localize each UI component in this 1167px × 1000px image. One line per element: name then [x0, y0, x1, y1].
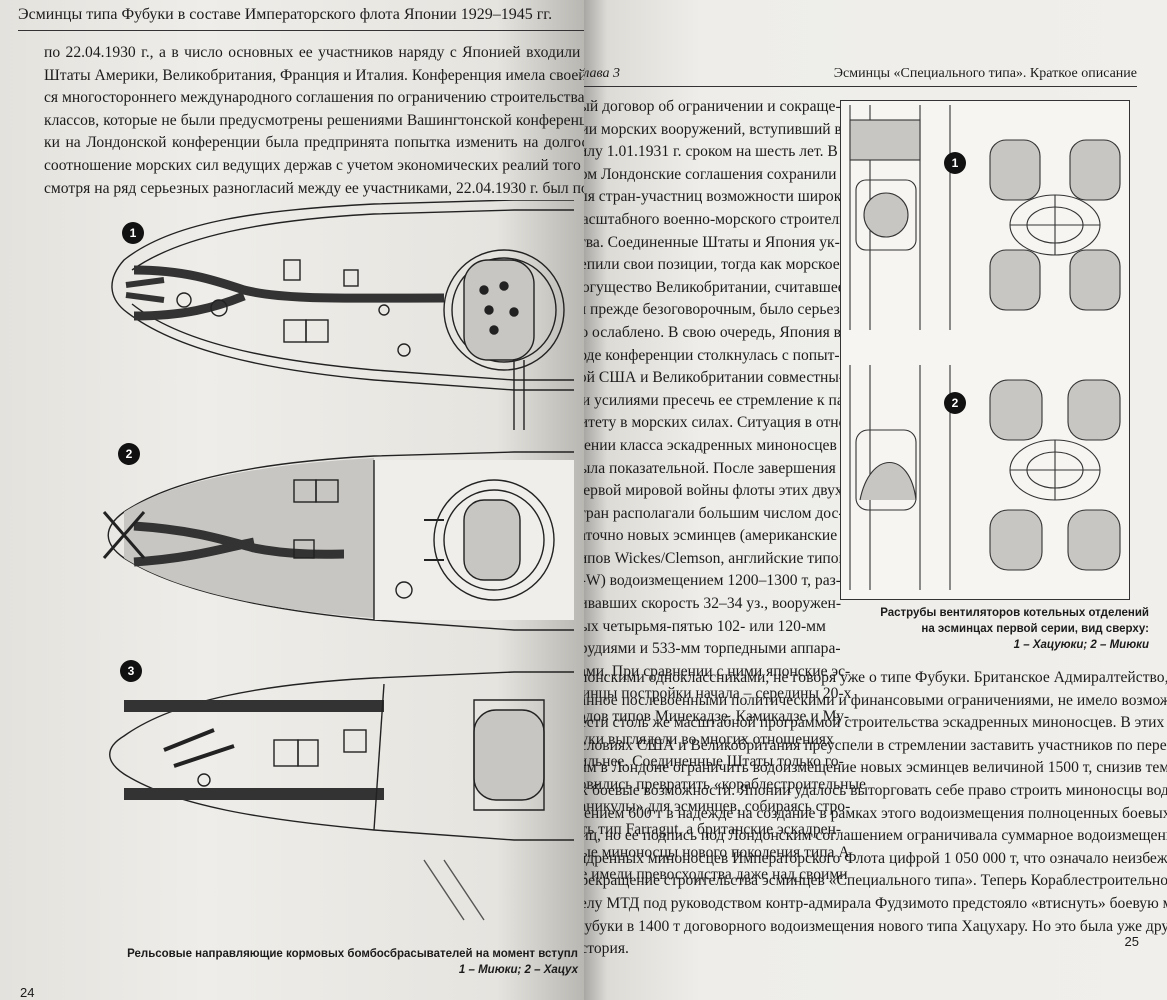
left-text-line: ся многостороннего международного соглаш…: [44, 89, 584, 107]
right-column-line: цуки выглядели во многих отношениях: [584, 730, 834, 748]
right-column-line: репили свои позиции, тогда как морское: [584, 256, 840, 274]
right-text-line: ниц, но ее подпись под Лондонским соглаш…: [584, 827, 1167, 845]
right-column-line: ритету в морских силах. Ситуация в отно-: [584, 414, 852, 432]
right-column-line: могущество Великобритании, считавшее-: [584, 278, 850, 296]
right-column-line: ства. Соединенные Штаты и Япония ук-: [584, 233, 840, 251]
right-text-line: история.: [584, 940, 629, 958]
right-column-line: была показательной. После завершения: [584, 459, 836, 477]
figure-badge-2: 2: [118, 443, 140, 465]
right-text-line: кадренных миноносцев Императорского Флот…: [584, 849, 1167, 867]
left-caption-line: Рельсовые направляющие кормовых бомбосбр…: [127, 948, 578, 960]
right-column-line: кой США и Великобритании совместны-: [584, 369, 845, 387]
right-column-line: таточно новых эсминцев (американские: [584, 527, 838, 545]
right-column-line: стран располагали большим числом дос-: [584, 504, 844, 522]
right-text-line: Фубуки в 1400 т договорного водоизмещени…: [584, 917, 1167, 935]
right-column-line: но ослаблено. В свою очередь, Япония в: [584, 323, 842, 341]
right-column-line: товились превратить «кораблестроительные: [584, 775, 866, 793]
right-text-line: японскими одноклассниками, не говоря уже…: [584, 669, 1167, 686]
right-column-line: ить тип Farragut, а британские эскадрен-: [584, 821, 842, 838]
right-column-line: ми усилиями пресечь ее стремление к па-: [584, 391, 849, 409]
right-text-line: их боевые возможности. Японии удалось вы…: [584, 781, 1167, 799]
right-text-line: ванное послевоенными политическими и фин…: [584, 691, 1167, 709]
left-text-line: Штаты Америки, Великобритания, Франция и…: [44, 66, 584, 84]
right-column-line: Первой мировой войны флоты этих двух: [584, 482, 843, 500]
right-column-line: S-W) водоизмещением 1200–1300 т, раз-: [584, 572, 841, 590]
right-column-line: орудиями и 533-мм торпедными аппара-: [584, 640, 841, 658]
right-column-line: ходе конференции столкнулась с попыт-: [584, 346, 840, 364]
right-head-rule: [584, 86, 1137, 87]
left-figure-caption: Рельсовые направляющие кормовых бомбосбр…: [118, 946, 578, 978]
right-text-line: вести столь же масштабной программой стр…: [584, 714, 1165, 732]
figure-badge-3: 3: [120, 660, 142, 682]
right-column-line: ся прежде безоговорочным, было серьез-: [584, 301, 845, 319]
right-column-line: шении класса эскадренных миноносцев: [584, 436, 837, 454]
right-running-head-chapter: Глава 3: [584, 66, 620, 81]
right-column-line: вый договор об ограничении и сокраще-: [584, 98, 841, 115]
right-column-text: вый договор об ограничении и сокраще-нии…: [584, 96, 866, 887]
right-column-line: нии морских вооружений, вступивший в: [584, 120, 842, 138]
left-caption-line: 1 – Миюки; 2 – Хацух: [458, 964, 578, 976]
right-column-line: силу 1.01.1931 г. сроком на шесть лет. В…: [584, 143, 863, 161]
left-text-line: классов, которые не были предусмотрены р…: [44, 111, 584, 129]
right-column-line: лом Лондонские соглашения сохранили: [584, 165, 837, 183]
right-column-line: вивавших скорость 32–34 уз., вооружен-: [584, 595, 842, 613]
right-column-line: каникулы» для эсминцев, собираясь стро-: [584, 798, 851, 816]
right-text-line: рам в Лондоне ограничить водоизмещение н…: [584, 759, 1167, 777]
right-column-line: ные миноносцы нового поколения типа A: [584, 843, 850, 861]
right-full-width-text: японскими одноклассниками, не говоря уже…: [584, 667, 1167, 961]
right-text-line: прекращение строительства эсминцев «Спец…: [584, 872, 1167, 890]
left-text-line: смотря на ряд серьезных разногласий межд…: [44, 179, 584, 197]
right-figure-caption: Раструбы вентиляторов котельных отделени…: [844, 605, 1149, 653]
right-caption-line: на эсминцах первой серии, вид сверху:: [921, 623, 1149, 635]
left-head-rule: [18, 30, 584, 31]
right-running-head-title: Эсминцы «Специального типа». Краткое опи…: [833, 66, 1137, 81]
right-column-line: годов типов Минекадзе, Камикадзе и Му-: [584, 708, 850, 726]
right-column-line: сильнее. Соединенные Штаты только го-: [584, 753, 844, 771]
stern-rail-drawings: [102, 200, 574, 921]
ventilator-drawing-1: [849, 105, 1121, 330]
left-page: Эсминцы типа Фубуки в составе Императорс…: [0, 0, 584, 1000]
right-text-line: условиях США и Великобритания преуспели …: [584, 736, 1167, 754]
right-text-line: делу МТД под руководством контр-адмирала…: [584, 894, 1167, 912]
right-page-number: 25: [1124, 934, 1139, 949]
right-column-line: масштабного военно-морского строитель-: [584, 210, 852, 228]
ventilator-drawings: [840, 100, 1130, 600]
stern-drawing-2: [102, 451, 574, 631]
right-caption-line: Раструбы вентиляторов котельных отделени…: [880, 607, 1149, 619]
left-text-line: по 22.04.1930 г., а в число основных ее …: [44, 44, 584, 61]
left-text-line: соотношение морских сил ведущих держав с…: [44, 156, 584, 174]
left-text-block: по 22.04.1930 г., а в число основных ее …: [44, 42, 584, 200]
right-page: Глава 3 Эсминцы «Специального типа». Кра…: [584, 0, 1167, 1000]
left-running-head: Эсминцы типа Фубуки в составе Императорс…: [18, 6, 553, 23]
right-column-line: не имели превосходства даже над своими: [584, 866, 848, 884]
left-text-line: ки на Лондонской конференции была предпр…: [44, 134, 584, 152]
figure-badge-1: 1: [122, 222, 144, 244]
right-column-line: ных четырьмя-пятью 102- или 120-мм: [584, 617, 826, 635]
right-text-line: щением 600 т в надежде на создание в рам…: [584, 804, 1167, 822]
right-column-line: типов Wickes/Clemson, английские типов: [584, 549, 846, 567]
right-caption-line: 1 – Хацуюки; 2 – Миюки: [1013, 639, 1149, 651]
ventilator-drawing-2: [849, 365, 1121, 590]
left-page-number: 24: [20, 985, 35, 1000]
right-column-line: тами. При сравнении с ними японские эс-: [584, 662, 851, 680]
right-column-line: минцы постройки начала – середины 20-х: [584, 685, 852, 703]
figure-badge-2: 2: [944, 392, 966, 414]
stern-drawing-1: [111, 200, 574, 430]
figure-badge-1: 1: [944, 152, 966, 174]
stern-drawing-3: [109, 671, 574, 921]
right-column-line: для стран-участниц возможности широко-: [584, 188, 854, 206]
